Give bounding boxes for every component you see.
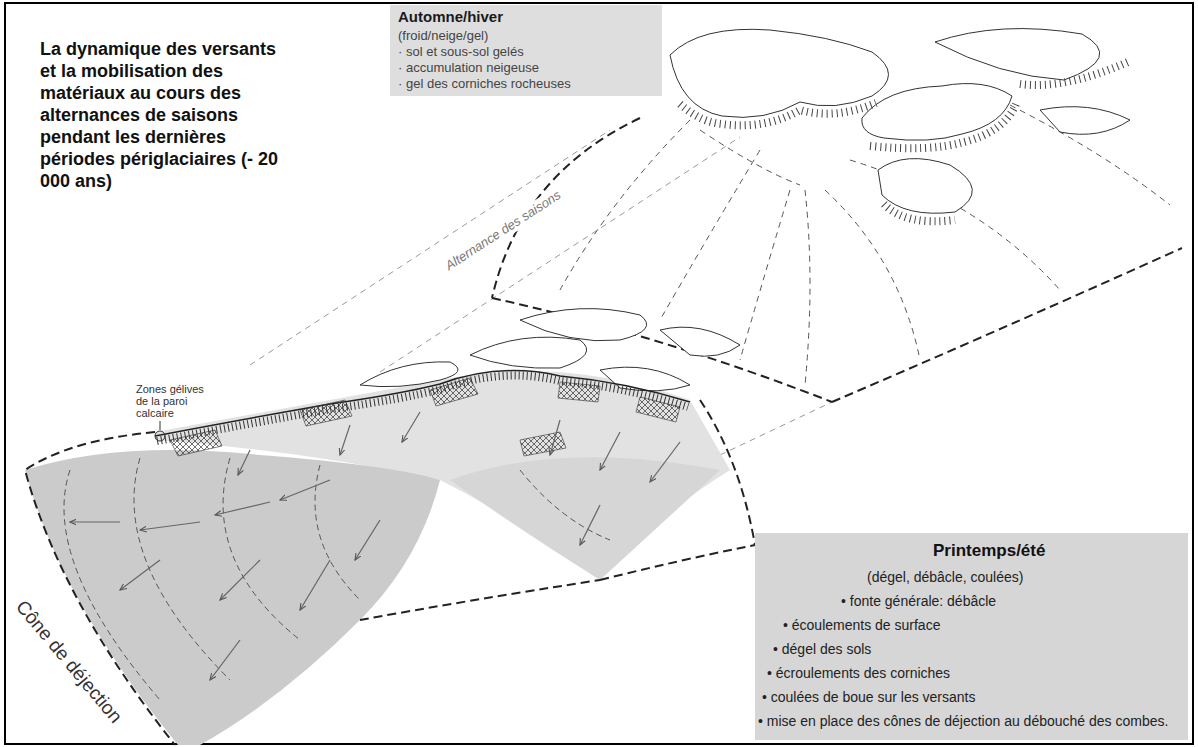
panel-line: · gel des corniches rocheuses [398,76,571,92]
summer-block [300,400,352,426]
summer-block [340,425,350,455]
summer-block [140,522,200,530]
winter-block [560,120,690,290]
winter-block [1020,62,1128,85]
panel-line: (dégel, débâcle, coulées) [867,567,1023,587]
winter-block [670,29,889,117]
summer-block [120,560,160,590]
winter-block [832,248,1182,402]
summer-block [470,337,587,368]
summer-block [558,382,600,402]
winter-block [492,118,640,298]
summer-block [430,378,478,406]
callout-leader [155,431,165,441]
text-panel: Printemps/été (dégel, débâcle, coulées) • … [755,533,1188,740]
winter-block [1000,100,1170,205]
summer-block [636,397,680,422]
summer-block [600,432,620,470]
winter-block [935,29,1100,80]
panel-line: · sol et sous-sol gelés [398,44,524,60]
winter-block [560,100,1170,385]
winter-block [870,104,1016,148]
summer-block [70,521,120,522]
winter-block [878,159,972,214]
summer-block [280,480,330,500]
summer-block [223,458,300,640]
panel-line: • fonte générale: débâcle [841,591,996,611]
summer-block [300,560,330,610]
summer-block [550,420,560,455]
summer-block [520,432,566,456]
summer-block [25,309,755,745]
callout-label: Zones gélives de la paroi calcaire [136,383,214,419]
summer-block [170,378,680,456]
winter-block [884,204,955,221]
summer-block [600,367,690,391]
summer-block [157,376,688,441]
summer-block [155,371,690,436]
summer-block [238,450,250,475]
summer-block [360,580,600,620]
summer-block [64,458,610,700]
summer-block [360,309,740,391]
season-guide-line [380,137,740,372]
winter-block [700,130,800,185]
summer-block [220,560,260,600]
panel-heading: Automne/hiver [398,8,503,26]
summer-block [450,457,720,580]
winter-block [1040,107,1130,135]
panel-line: • écoulements de surface [783,615,940,635]
summer-block [520,309,647,341]
panel-line: · accumulation neigeuse [398,60,539,76]
outer-frame [5,3,1193,744]
winter-block [660,150,760,320]
winter-block [862,84,1012,141]
summer-block [170,430,222,456]
panel-line: (froid/neige/gel) [398,28,488,44]
winter-block [740,190,790,360]
summer-block [70,412,680,680]
summer-block [315,465,360,600]
panel-line: • mise en place des cônes de déjection a… [758,711,1168,731]
summer-block [700,400,755,545]
summer-block [210,640,240,680]
summer-block [580,505,600,545]
winter-block [680,62,1128,221]
summer-block [600,545,755,580]
panel-heading: Printemps/été [933,541,1045,561]
callout-leader [160,421,161,430]
panel-line: • écroulements des corniches [767,663,950,683]
panel-line: • coulées de boue sur les versants [762,687,975,707]
text-panel: Automne/hiver (froid/neige/gel)· sol et s… [390,5,662,96]
summer-block [402,412,420,442]
winter-block [680,103,876,125]
summer-block [355,520,380,560]
winter-block [670,29,1130,214]
season-guide-line [720,402,832,455]
summer-block [520,470,610,540]
summer-block [215,502,270,515]
diagram-title: La dynamique des versants et la mobilisa… [40,38,280,192]
summer-block [25,400,755,745]
summer-block [650,442,680,482]
callout-leader [155,421,165,441]
winter-block [805,190,810,385]
panel-line: • dégel des sols [773,639,871,659]
summer-block [660,327,740,356]
